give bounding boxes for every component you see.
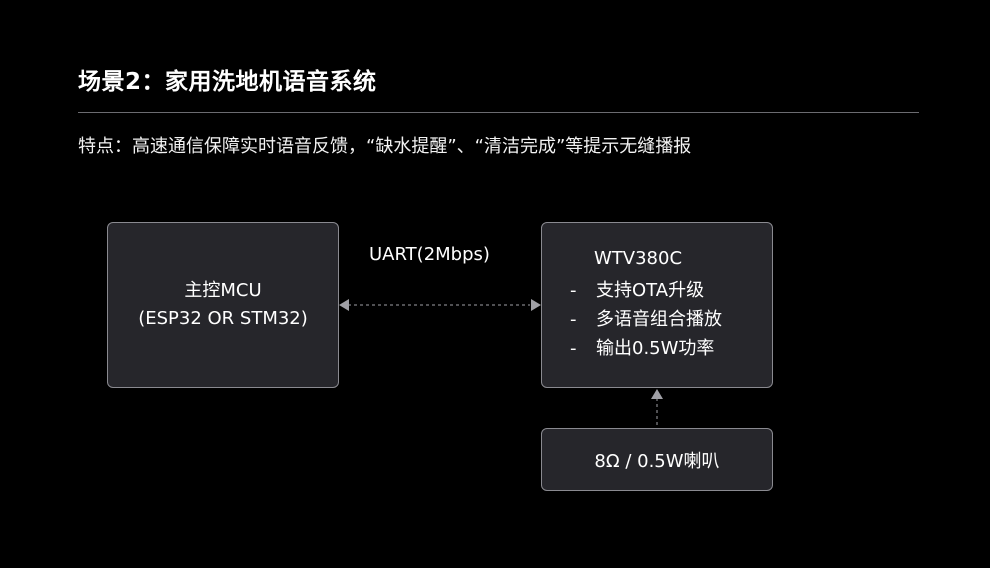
uart-link-label: UART(2Mbps)	[369, 244, 490, 265]
feature-bullet: -	[570, 280, 577, 301]
feature-item-ota: - 支持OTA升级	[570, 276, 722, 305]
mcu-name: 主控MCU	[184, 280, 262, 301]
feature-text: 多语音组合播放	[596, 309, 722, 330]
speaker-box: 8Ω / 0.5W喇叭	[541, 428, 773, 491]
feature-bullet: -	[570, 309, 577, 330]
arrowhead-right-icon	[531, 299, 541, 311]
feature-item-power: - 输出0.5W功率	[570, 334, 722, 363]
wtv380c-feature-list: - 支持OTA升级 - 多语音组合播放 - 输出0.5W功率	[570, 276, 722, 363]
uart-bidirectional-arrow	[339, 299, 541, 311]
feature-text: 支持OTA升级	[596, 280, 705, 301]
arrowhead-up-icon	[651, 389, 663, 399]
wtv380c-title: WTV380C	[594, 248, 683, 269]
title-divider	[78, 112, 919, 113]
mcu-box: 主控MCU (ESP32 OR STM32)	[107, 222, 339, 388]
feature-bullet: -	[570, 338, 577, 359]
wtv380c-box: WTV380C - 支持OTA升级 - 多语音组合播放 - 输出0.5W功率	[541, 222, 773, 388]
feature-text: 输出0.5W功率	[596, 338, 715, 359]
slide-description: 特点：高速通信保障实时语音反馈，“缺水提醒”、“清洁完成”等提示无缝播报	[78, 136, 692, 157]
mcu-options: (ESP32 OR STM32)	[138, 308, 308, 329]
feature-item-multi-voice: - 多语音组合播放	[570, 305, 722, 334]
slide-title: 场景2：家用洗地机语音系统	[78, 69, 377, 95]
arrowhead-left-icon	[339, 299, 349, 311]
speaker-connection-arrow	[651, 389, 663, 428]
speaker-label: 8Ω / 0.5W喇叭	[594, 450, 720, 472]
